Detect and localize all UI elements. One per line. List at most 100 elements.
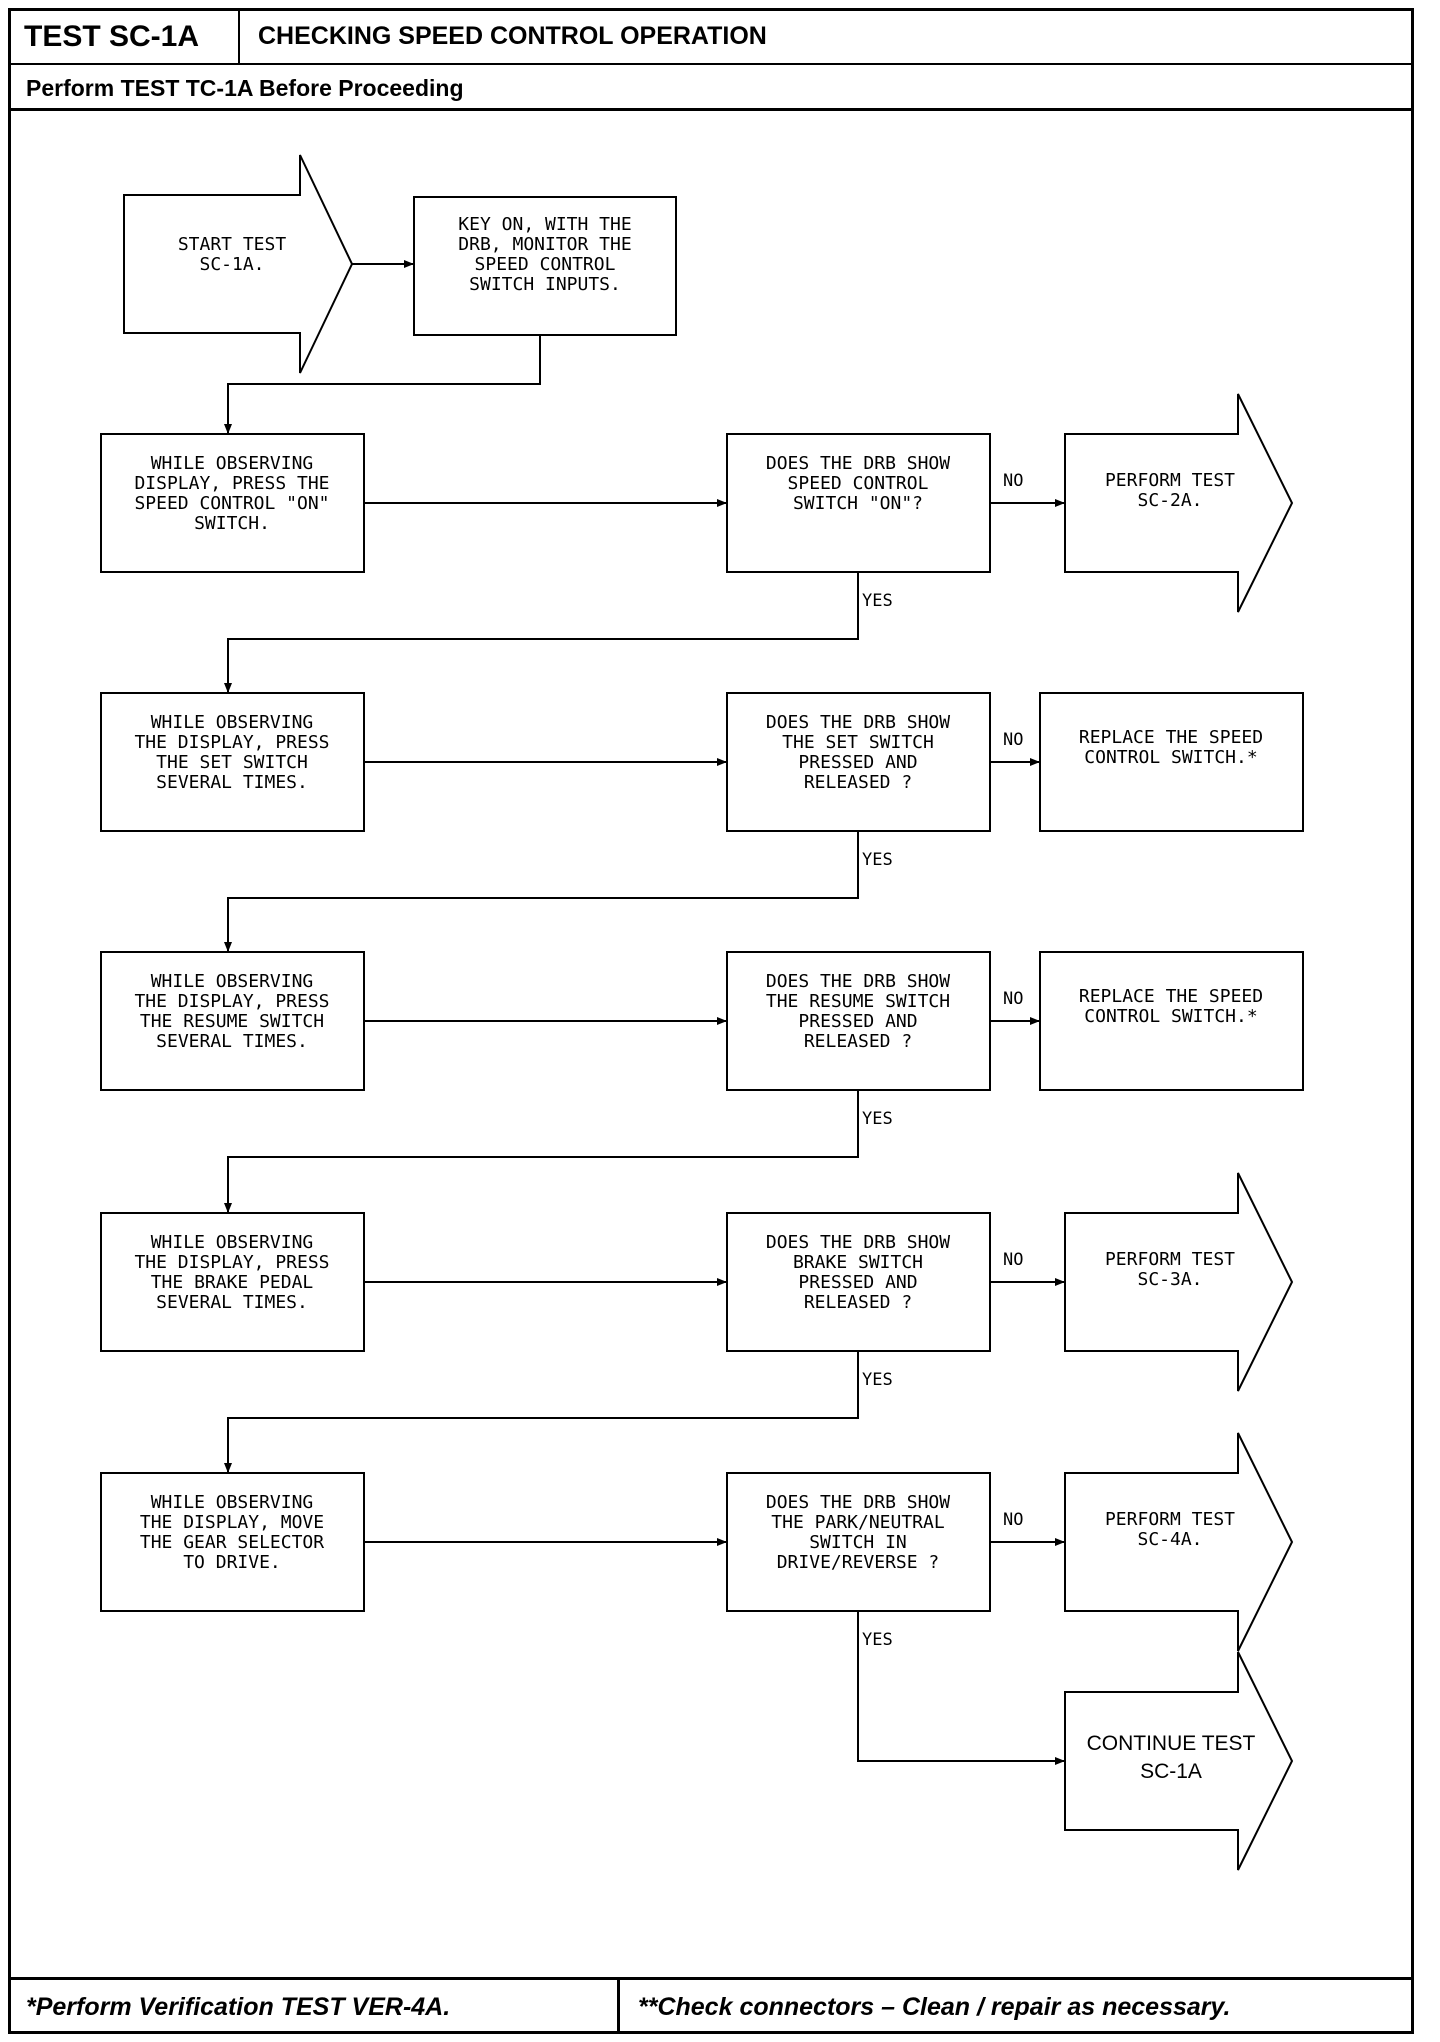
monitor-to-step1-connector	[224, 335, 541, 434]
action-text-line: THE SET SWITCH	[156, 752, 308, 773]
yes-branch-connector	[224, 1090, 859, 1213]
footer-verification-note: *Perform Verification TEST VER-4A.	[8, 1980, 620, 2034]
no-result-arrow-shape	[1064, 1432, 1294, 1652]
action-text-line: WHILE OBSERVING	[151, 453, 314, 474]
action-text-line: WHILE OBSERVING	[151, 971, 314, 992]
yes-branch-connector	[224, 831, 859, 952]
monitor-text-line: KEY ON, WITH THE	[458, 214, 631, 235]
monitor-text-line: DRB, MONITOR THE	[458, 234, 631, 255]
no-result-text-line: PERFORM TEST	[1105, 470, 1235, 491]
no-result-text-line: SC-4A.	[1137, 1529, 1202, 1550]
no-result-text-line: SC-2A.	[1137, 490, 1202, 511]
no-result-text-line: PERFORM TEST	[1105, 1509, 1235, 1530]
no-result-text-line: REPLACE THE SPEED	[1079, 727, 1263, 748]
prerequisite-bar: Perform TEST TC-1A Before Proceeding	[8, 65, 1414, 111]
test-title: CHECKING SPEED CONTROL OPERATION	[258, 22, 767, 50]
monitor-text-line: SPEED CONTROL	[475, 254, 616, 275]
no-label: NO	[1003, 989, 1023, 1009]
decision-text-line: RELEASED ?	[804, 772, 912, 793]
action-text-line: SPEED CONTROL "ON"	[134, 493, 329, 514]
yes-label: YES	[862, 1109, 893, 1129]
yes-label: YES	[862, 591, 893, 611]
action-text-line: THE DISPLAY, PRESS	[134, 991, 329, 1012]
action-text-line: THE BRAKE PEDAL	[151, 1272, 314, 1293]
no-label: NO	[1003, 730, 1023, 750]
decision-text-line: RELEASED ?	[804, 1292, 912, 1313]
action-box	[100, 433, 365, 573]
action-text-line: SEVERAL TIMES.	[156, 772, 308, 793]
no-result-text-line: REPLACE THE SPEED	[1079, 986, 1263, 1007]
no-result-box	[1039, 692, 1304, 832]
decision-text-line: DRIVE/REVERSE ?	[777, 1552, 940, 1573]
action-text-line: THE DISPLAY, MOVE	[140, 1512, 324, 1533]
continue-text-line: SC-1A	[1140, 1760, 1202, 1783]
action-box	[100, 692, 365, 832]
start-text-line: START TEST	[178, 234, 287, 255]
monitor-text-line: SWITCH INPUTS.	[469, 274, 621, 295]
action-text-line: WHILE OBSERVING	[151, 1232, 314, 1253]
decision-box	[726, 692, 991, 832]
no-result-text-line: CONTROL SWITCH.*	[1084, 747, 1257, 768]
decision-text-line: THE SET SWITCH	[782, 732, 934, 753]
action-text-line: SWITCH.	[194, 513, 270, 534]
decision-text-line: PRESSED AND	[798, 752, 917, 773]
action-box	[100, 951, 365, 1091]
no-result-box	[1039, 951, 1304, 1091]
start-arrow-shape	[123, 154, 354, 374]
decision-text-line: DOES THE DRB SHOW	[766, 1492, 950, 1513]
no-label: NO	[1003, 1250, 1023, 1270]
page-frame	[8, 8, 1414, 2034]
decision-text-line: THE PARK/NEUTRAL	[771, 1512, 945, 1533]
yes-label: YES	[862, 1370, 893, 1390]
decision-box	[726, 1472, 991, 1612]
yes-label: YES	[862, 850, 893, 870]
no-result-arrow-shape	[1064, 393, 1294, 613]
test-id: TEST SC-1A	[8, 8, 240, 65]
action-box	[100, 1472, 365, 1612]
decision-text-line: DOES THE DRB SHOW	[766, 1232, 950, 1253]
decision-text-line: PRESSED AND	[798, 1272, 917, 1293]
action-text-line: THE DISPLAY, PRESS	[134, 732, 329, 753]
decision-text-line: SWITCH "ON"?	[793, 493, 923, 514]
no-label: NO	[1003, 1510, 1023, 1530]
action-text-line: SEVERAL TIMES.	[156, 1292, 308, 1313]
decision-text-line: SWITCH IN	[809, 1532, 907, 1553]
yes-branch-connector	[224, 1351, 859, 1473]
action-text-line: DISPLAY, PRESS THE	[134, 473, 329, 494]
decision-text-line: DOES THE DRB SHOW	[766, 971, 950, 992]
prerequisite-note: Perform TEST TC-1A Before Proceeding	[26, 75, 464, 101]
action-text-line: WHILE OBSERVING	[151, 712, 314, 733]
action-text-line: THE DISPLAY, PRESS	[134, 1252, 329, 1273]
monitor-box	[413, 196, 677, 336]
action-text-line: TO DRIVE.	[183, 1552, 281, 1573]
action-text-line: THE GEAR SELECTOR	[140, 1532, 324, 1553]
decision-text-line: DOES THE DRB SHOW	[766, 453, 950, 474]
continue-arrow-shape	[1064, 1651, 1294, 1871]
no-result-text-line: CONTROL SWITCH.*	[1084, 1006, 1257, 1027]
decision-text-line: SPEED CONTROL	[788, 473, 929, 494]
action-text-line: WHILE OBSERVING	[151, 1492, 314, 1513]
decision-text-line: PRESSED AND	[798, 1011, 917, 1032]
footer-connector-note: **Check connectors – Clean / repair as n…	[638, 1993, 1231, 2021]
footer-bar: *Perform Verification TEST VER-4A. **Che…	[8, 1977, 1414, 2034]
decision-text-line: DOES THE DRB SHOW	[766, 712, 950, 733]
header-bar: TEST SC-1A CHECKING SPEED CONTROL OPERAT…	[8, 8, 1414, 65]
decision-box	[726, 951, 991, 1091]
no-result-text-line: SC-3A.	[1137, 1269, 1202, 1290]
yes-branch-connector	[224, 572, 859, 693]
start-text-line: SC-1A.	[199, 254, 264, 275]
action-text-line: THE RESUME SWITCH	[140, 1011, 324, 1032]
no-result-text-line: PERFORM TEST	[1105, 1249, 1235, 1270]
continue-text-line: CONTINUE TEST	[1087, 1732, 1256, 1755]
flowchart-shapes	[100, 154, 1304, 1871]
yes-to-continue-connector	[857, 1611, 1065, 1765]
action-text-line: SEVERAL TIMES.	[156, 1031, 308, 1052]
decision-text-line: RELEASED ?	[804, 1031, 912, 1052]
no-label: NO	[1003, 471, 1023, 491]
decision-text-line: THE RESUME SWITCH	[766, 991, 950, 1012]
decision-text-line: BRAKE SWITCH	[793, 1252, 923, 1273]
yes-label: YES	[862, 1630, 893, 1650]
